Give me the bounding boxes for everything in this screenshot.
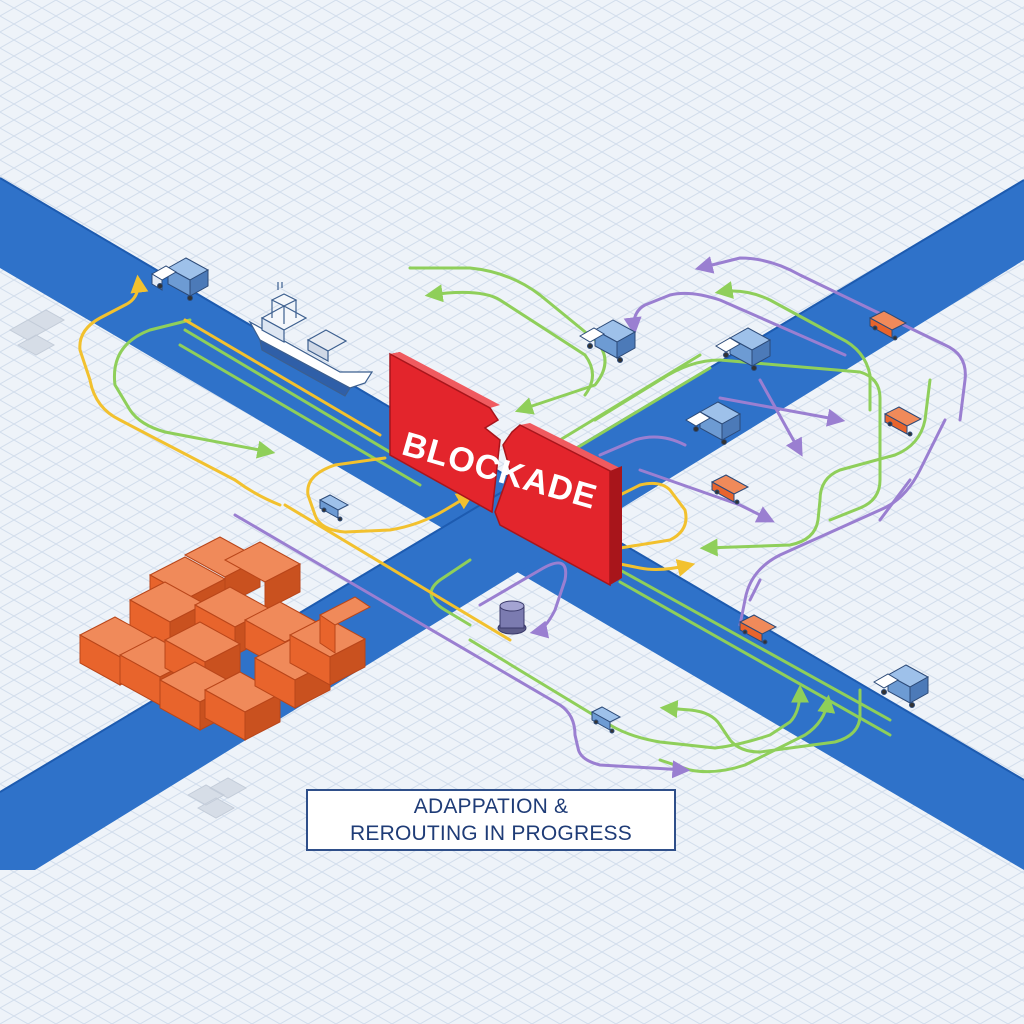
- container-stack-icon: [78, 536, 371, 741]
- route-green-3: [408, 266, 607, 415]
- truck-right-1: [579, 319, 637, 363]
- route-green-6: [593, 358, 882, 522]
- route-purple-8: [738, 418, 947, 627]
- route-yellow-1: [78, 274, 237, 482]
- blockade-top: [390, 352, 500, 408]
- route-yellow-7: [183, 318, 382, 437]
- route-yellow-6: [283, 503, 512, 642]
- truck-right-3: [685, 401, 742, 445]
- route-purple-2: [478, 561, 568, 639]
- blockade-top-right: [520, 423, 620, 471]
- route-green-13: [429, 558, 472, 627]
- route-purple-4: [623, 291, 847, 357]
- route-purple-9: [748, 478, 912, 602]
- status-banner: ADAPPATION & REROUTING IN PROGRESS: [306, 789, 676, 851]
- bollard-icon: [497, 600, 527, 635]
- truck-top-left: [151, 257, 210, 301]
- route-green-8: [658, 694, 836, 774]
- status-line-1: ADAPPATION &: [413, 795, 569, 818]
- route-green-5: [699, 378, 932, 557]
- route-yellow-4: [608, 481, 688, 550]
- route-purple-6: [718, 396, 846, 427]
- blockade-barrier: [389, 352, 622, 587]
- small-van-1: [318, 494, 350, 522]
- blockade-face-left: [389, 352, 501, 514]
- container-truck-2: [883, 406, 923, 437]
- route-purple-3: [694, 256, 967, 422]
- reroute-paths: [78, 256, 967, 779]
- status-line-2: REROUTING IN PROGRESS: [350, 822, 632, 845]
- route-purple-1: [233, 513, 691, 779]
- container-truck-3: [710, 474, 750, 505]
- route-yellow-2: [233, 478, 282, 507]
- route-green-11: [178, 328, 892, 737]
- route-purple-10: [598, 435, 687, 457]
- route-purple-7: [638, 468, 775, 523]
- route-yellow-5: [598, 558, 696, 577]
- route-yellow-3: [306, 456, 475, 534]
- truck-bottom-right: [873, 664, 930, 708]
- route-green-4: [714, 281, 872, 412]
- route-purple-5: [758, 378, 803, 457]
- small-van-2: [590, 706, 622, 734]
- cargo-ship-icon: [248, 282, 374, 397]
- route-green-7: [659, 688, 862, 754]
- truck-right-2: [715, 327, 772, 371]
- route-green-12: [558, 353, 712, 454]
- container-truck-1: [868, 310, 908, 341]
- ambient-blocks: [8, 309, 248, 819]
- container-truck-4: [738, 614, 778, 645]
- truck-icon: [151, 257, 930, 734]
- route-green-9: [713, 684, 809, 750]
- route-green-2: [424, 284, 594, 397]
- route-green-1: [112, 318, 276, 459]
